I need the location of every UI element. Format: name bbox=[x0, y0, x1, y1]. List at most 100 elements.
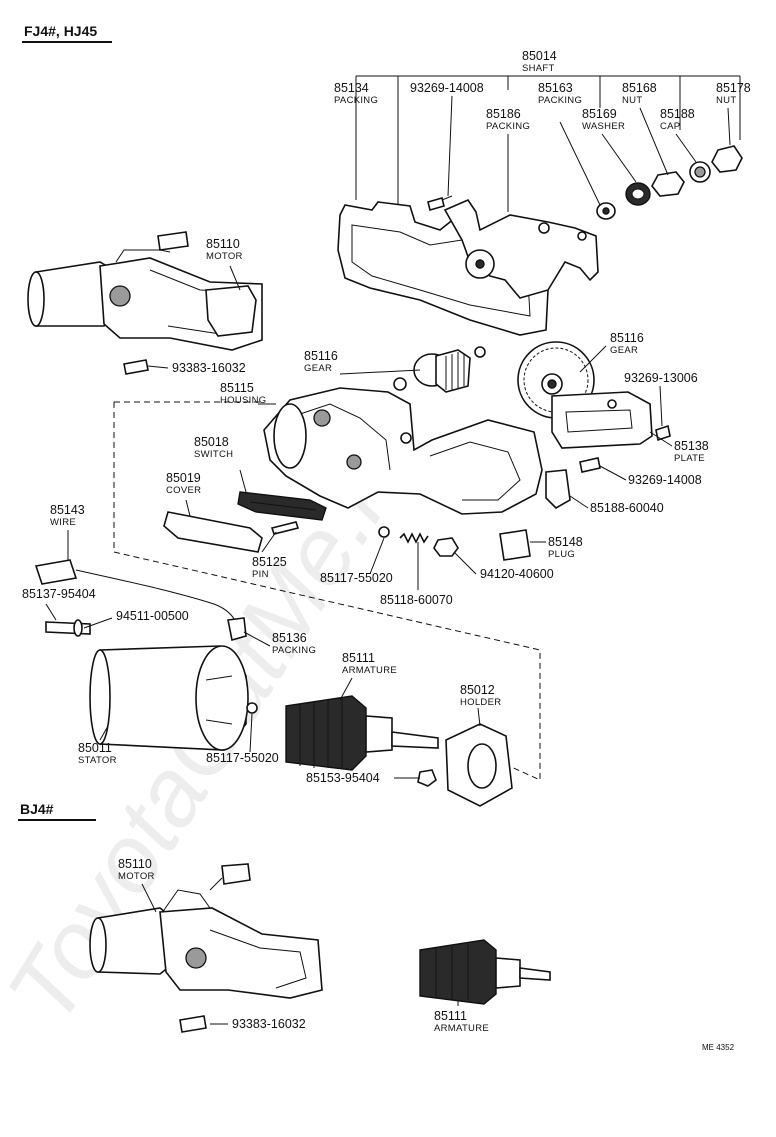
leader-line bbox=[727, 107, 731, 146]
part-number: 85186 bbox=[486, 107, 521, 121]
plug bbox=[499, 529, 531, 561]
stator bbox=[89, 645, 249, 751]
motor-assembly-top bbox=[27, 231, 263, 351]
wire-harness bbox=[34, 559, 247, 642]
leader-line bbox=[659, 385, 663, 427]
leader-line bbox=[339, 369, 421, 375]
part-name: PLUG bbox=[548, 549, 575, 560]
ball-stator bbox=[246, 702, 258, 714]
part-name: NUT bbox=[622, 95, 642, 106]
part-number: 85138 bbox=[674, 439, 709, 453]
section-title-top: FJ4#, HJ45 bbox=[24, 23, 97, 39]
gear-small bbox=[393, 346, 486, 393]
callout-85153-95404: 85153-95404 bbox=[306, 771, 420, 785]
leader-line bbox=[639, 107, 669, 176]
callout-93269-13006: 93269-13006 bbox=[624, 371, 698, 427]
part-name: CAP bbox=[660, 121, 680, 132]
part-number: 85134 bbox=[334, 81, 369, 95]
part-name: SWITCH bbox=[194, 449, 233, 460]
callout-94120-40600: 94120-40600 bbox=[453, 551, 554, 581]
leader-line bbox=[569, 495, 589, 509]
part-number: 85168 bbox=[622, 81, 657, 95]
leader-line bbox=[243, 631, 271, 647]
callout-94511-00500: 94511-00500 bbox=[83, 609, 189, 629]
part-name: PACKING bbox=[272, 645, 316, 656]
leader-line bbox=[369, 537, 385, 575]
part-number: 85118-60070 bbox=[380, 593, 453, 607]
part-number: 85148 bbox=[548, 535, 583, 549]
part-number: 94120-40600 bbox=[480, 567, 554, 581]
shaft-cover-plate bbox=[443, 198, 599, 299]
part-number: 85116 bbox=[304, 349, 338, 363]
leader-line bbox=[599, 465, 627, 481]
part-number: 85125 bbox=[252, 555, 287, 569]
part-number: 85012 bbox=[460, 683, 495, 697]
leader-line bbox=[453, 551, 477, 575]
part-name: WASHER bbox=[582, 121, 625, 132]
part-number: 85011 bbox=[78, 741, 112, 755]
part-number: 85169 bbox=[582, 107, 617, 121]
section-title-bottom: BJ4# bbox=[20, 801, 54, 817]
part-number: 93383-16032 bbox=[172, 361, 246, 375]
part-name: COVER bbox=[166, 485, 201, 496]
part-name: GEAR bbox=[610, 345, 638, 356]
leader-line bbox=[649, 431, 673, 447]
callout-93383-16032: 93383-16032 bbox=[147, 361, 246, 375]
leader-line bbox=[339, 677, 353, 701]
housing-dash-outline bbox=[113, 402, 541, 781]
leader-line bbox=[601, 133, 637, 183]
part-number: 85111 bbox=[342, 651, 375, 665]
leader-line bbox=[239, 469, 247, 493]
part-number: 85136 bbox=[272, 631, 307, 645]
armature-bottom bbox=[419, 939, 551, 1005]
part-number: 85163 bbox=[538, 81, 573, 95]
part-name: PACKING bbox=[486, 121, 530, 132]
spring-85118 bbox=[399, 532, 429, 544]
motor-screw-bottom bbox=[179, 1015, 207, 1033]
part-number: 85188 bbox=[660, 107, 695, 121]
switch-cover bbox=[163, 511, 263, 553]
part-name: ARMATURE bbox=[434, 1023, 489, 1034]
leader-line bbox=[447, 95, 453, 197]
nut-85168 bbox=[651, 171, 685, 197]
leader-line bbox=[185, 499, 191, 517]
part-number: 93383-16032 bbox=[232, 1017, 306, 1031]
part-number: 85014 bbox=[522, 49, 557, 63]
housing bbox=[263, 387, 543, 515]
callout-93269-14008: 93269-14008 bbox=[410, 81, 484, 197]
part-number: 85178 bbox=[716, 81, 751, 95]
part-name: PIN bbox=[252, 569, 269, 580]
part-number: 85117-55020 bbox=[206, 751, 279, 765]
leader-line bbox=[147, 365, 169, 369]
part-number: 85188-60040 bbox=[590, 501, 664, 515]
part-name: WIRE bbox=[50, 517, 76, 528]
callout-85117-55020: 85117-55020 bbox=[206, 713, 279, 765]
bracket-85188 bbox=[545, 469, 571, 509]
leader-line bbox=[477, 707, 481, 727]
callout-85137-95404: 85137-95404 bbox=[22, 587, 96, 621]
part-number: 85137-95404 bbox=[22, 587, 96, 601]
part-number: 85115 bbox=[220, 381, 254, 395]
leader-line bbox=[261, 531, 277, 553]
plate bbox=[551, 391, 653, 449]
leader-line bbox=[141, 883, 157, 913]
part-number: 93269-14008 bbox=[410, 81, 484, 95]
part-number: 85111 bbox=[434, 1009, 467, 1023]
nut-85178 bbox=[711, 145, 743, 173]
